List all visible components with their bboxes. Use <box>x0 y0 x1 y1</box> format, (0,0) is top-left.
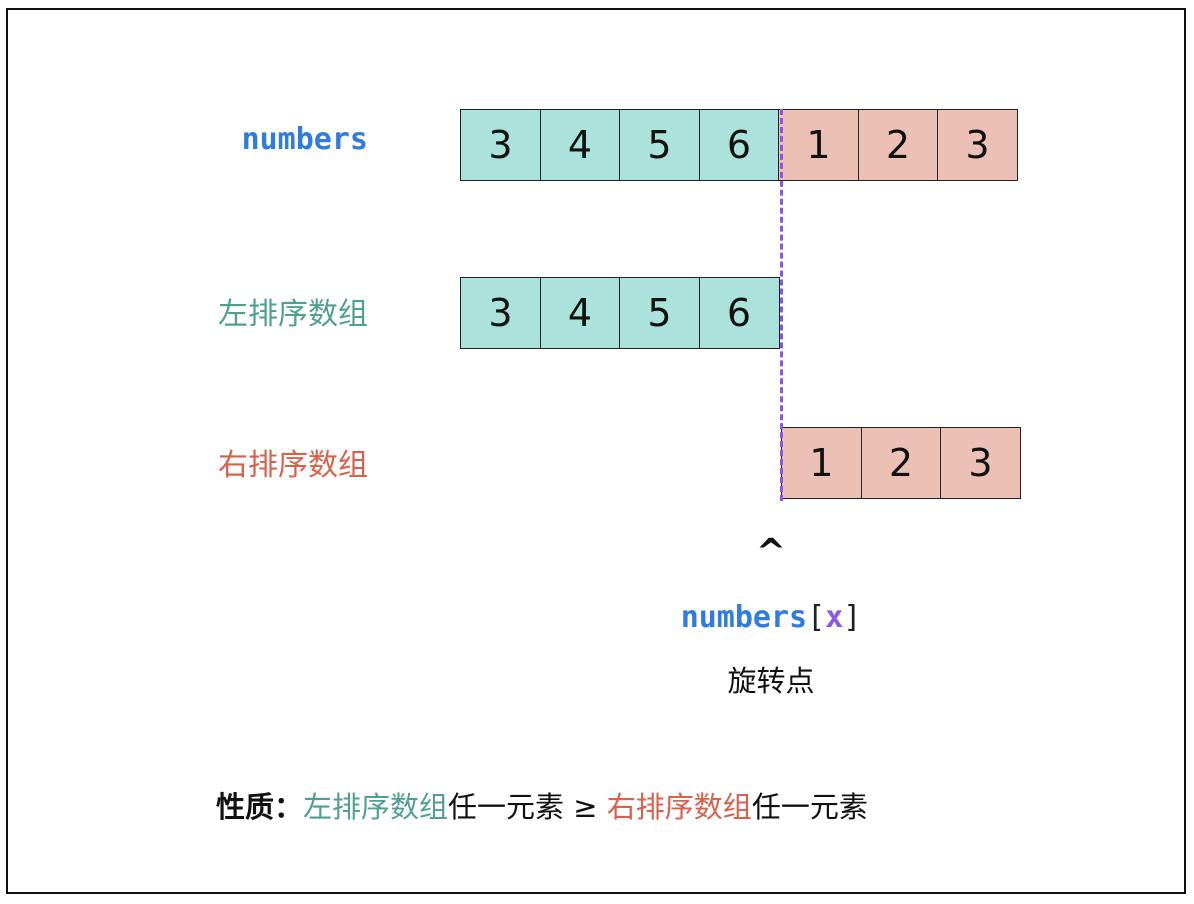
array-cell: 4 <box>539 109 621 181</box>
open-bracket: [ <box>807 600 826 635</box>
numbers-array-label: numbers <box>241 122 368 157</box>
left-sorted-array-label: 左排序数组 <box>218 297 368 332</box>
numbers-array: 3 4 5 6 1 2 3 <box>460 109 1018 181</box>
array-cell: 1 <box>778 109 859 181</box>
array-cell: 3 <box>937 109 1018 181</box>
pivot-dashed-line <box>780 109 783 501</box>
property-left-term: 左排序数组 <box>303 790 449 824</box>
array-cell: 5 <box>619 109 700 181</box>
array-cell: 3 <box>460 109 541 181</box>
property-prefix: 性质： <box>216 790 304 824</box>
array-cell: 6 <box>698 277 780 349</box>
array-cell: 2 <box>860 427 942 499</box>
left-sorted-array: 3 4 5 6 <box>460 277 780 349</box>
array-cell: 1 <box>781 427 862 499</box>
right-sorted-array: 1 2 3 <box>781 427 1021 499</box>
close-bracket: ] <box>843 600 862 635</box>
property-any-element: 任一元素 <box>751 790 868 824</box>
caret-up-icon: ^ <box>755 532 787 573</box>
array-cell: 3 <box>940 427 1021 499</box>
pivot-caption: 旋转点 <box>727 664 815 698</box>
property-statement: 性质：左排序数组任一元素 ≥ 右排序数组任一元素 <box>216 784 868 826</box>
property-any-element: 任一元素 <box>448 790 565 824</box>
array-cell: 3 <box>460 277 541 349</box>
property-relation: ≥ <box>564 790 607 824</box>
right-sorted-array-label: 右排序数组 <box>218 448 368 483</box>
pivot-expression: numbers[x] <box>620 600 922 635</box>
array-cell: 2 <box>857 109 939 181</box>
array-cell: 6 <box>698 109 780 181</box>
pivot-index: x <box>825 600 844 635</box>
array-cell: 4 <box>539 277 621 349</box>
property-right-term: 右排序数组 <box>606 790 752 824</box>
diagram-frame <box>6 8 1186 894</box>
pivot-array-name: numbers <box>680 600 808 635</box>
array-cell: 5 <box>619 277 700 349</box>
